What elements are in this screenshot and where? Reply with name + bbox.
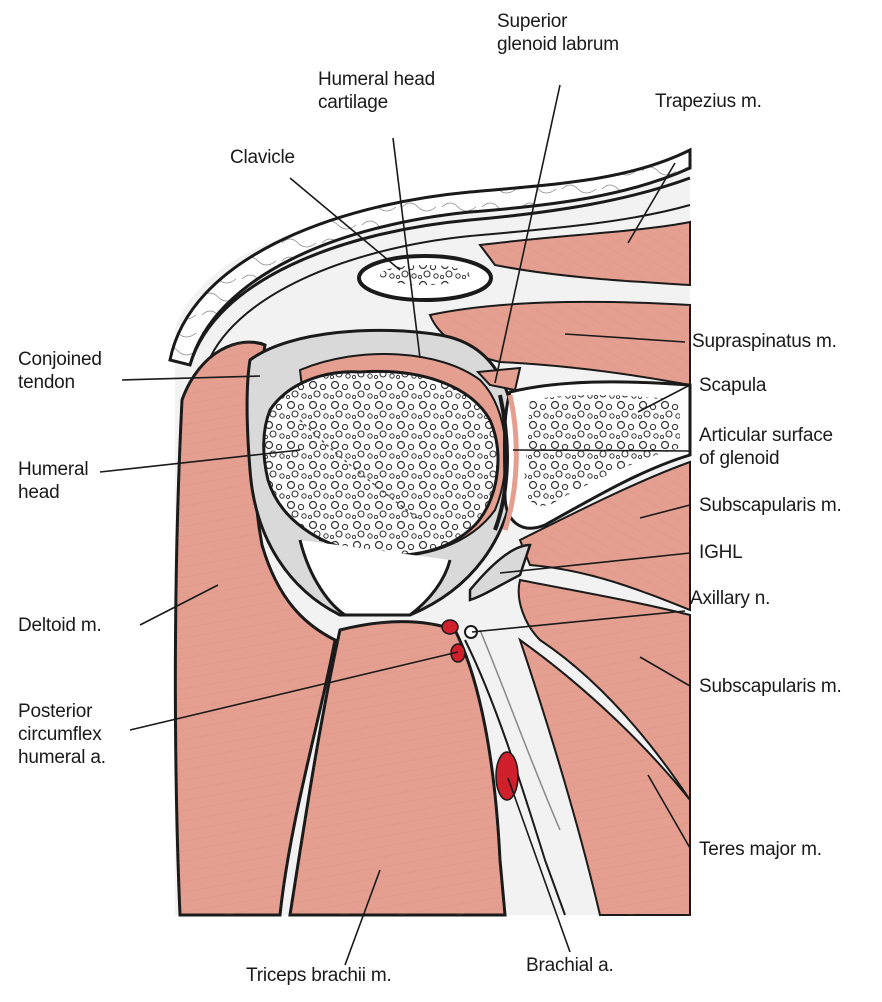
label-triceps: Triceps brachii m. (246, 964, 392, 987)
label-line: circumflex (18, 723, 106, 746)
label-clavicle: Clavicle (230, 146, 295, 169)
brachial-artery (496, 752, 518, 800)
label-text: IGHL (699, 542, 743, 563)
label-text: Trapezius m. (655, 91, 762, 112)
label-superior-glenoid-labrum: Superior glenoid labrum (497, 10, 619, 56)
label-humeral-head-cartilage: Humeral head cartilage (318, 68, 435, 114)
label-line: Articular surface (699, 424, 833, 447)
label-line: Conjoined (18, 348, 102, 371)
label-articular-surface: Articular surface of glenoid (699, 424, 833, 470)
label-text: Deltoid m. (18, 615, 102, 636)
label-trapezius: Trapezius m. (655, 90, 762, 113)
label-line: Humeral head (318, 68, 435, 91)
label-text: Subscapularis m. (699, 495, 842, 516)
label-text: Clavicle (230, 147, 295, 168)
label-text: Scapula (699, 375, 766, 396)
label-humeral-head: Humeral head (18, 458, 88, 504)
label-scapula: Scapula (699, 374, 766, 397)
label-line: glenoid labrum (497, 33, 619, 56)
label-subscapularis-upper: Subscapularis m. (699, 494, 842, 517)
label-subscapularis-lower: Subscapularis m. (699, 675, 842, 698)
label-axillary-n: Axillary n. (690, 587, 770, 610)
label-text: Teres major m. (699, 839, 822, 860)
label-posterior-circumflex: Posterior circumflex humeral a. (18, 700, 106, 769)
label-text: Triceps brachii m. (246, 965, 392, 986)
label-line: head (18, 481, 88, 504)
label-line: Posterior (18, 700, 106, 723)
label-text: Supraspinatus m. (692, 331, 837, 352)
label-text: Brachial a. (526, 955, 614, 976)
label-brachial-a: Brachial a. (526, 954, 614, 977)
label-ighl: IGHL (699, 541, 743, 564)
label-line: cartilage (318, 91, 435, 114)
label-line: Humeral (18, 458, 88, 481)
label-line: Superior (497, 10, 619, 33)
label-conjoined-tendon: Conjoined tendon (18, 348, 102, 394)
label-teres-major: Teres major m. (699, 838, 822, 861)
posterior-circumflex-artery-1 (442, 620, 458, 634)
label-deltoid: Deltoid m. (18, 614, 102, 637)
label-text: Axillary n. (690, 588, 770, 609)
label-line: humeral a. (18, 746, 106, 769)
label-text: Subscapularis m. (699, 676, 842, 697)
label-line: of glenoid (699, 447, 833, 470)
label-supraspinatus: Supraspinatus m. (692, 330, 837, 353)
label-line: tendon (18, 371, 102, 394)
